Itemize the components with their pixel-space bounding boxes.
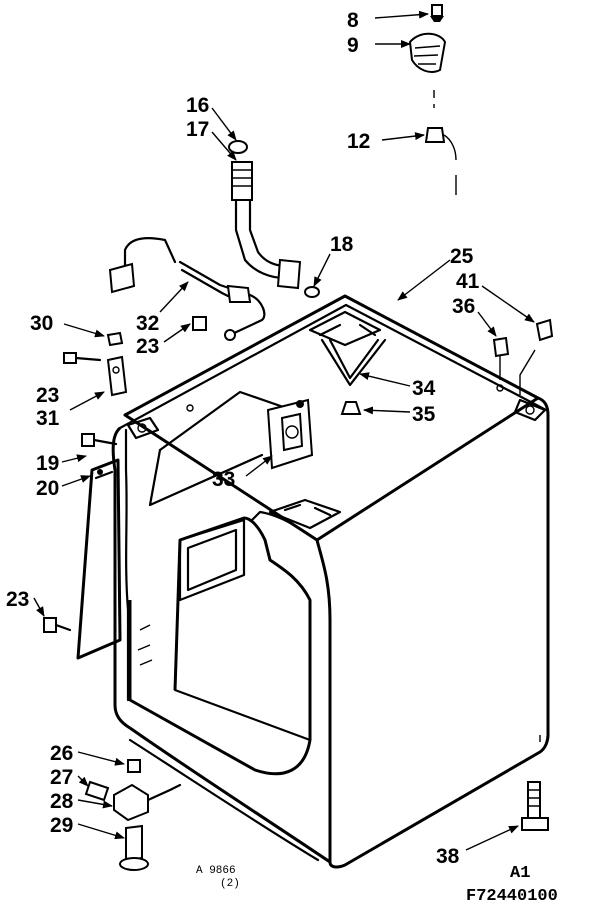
callout-41: 41 — [456, 270, 480, 293]
inlet-hose — [234, 198, 302, 290]
callout-35: 35 — [412, 403, 436, 426]
part-12-clip — [424, 127, 446, 143]
part-33-bracket — [148, 390, 314, 507]
part-28-valve — [113, 783, 182, 822]
callout-29: 29 — [50, 814, 73, 837]
part-code: F72440100 — [466, 887, 558, 906]
part-36-clip — [492, 336, 510, 380]
part-31-bracket — [106, 355, 128, 397]
callout-36: 36 — [452, 295, 475, 318]
part-35-foot — [340, 401, 362, 415]
callout-28: 28 — [50, 790, 74, 813]
cabinet — [111, 294, 550, 869]
part-23-screw-upper — [192, 316, 207, 331]
callout-34: 34 — [412, 377, 436, 400]
part-27-filter — [84, 780, 110, 802]
part-23-screw-lower — [43, 617, 72, 633]
part-17-hose-connector — [231, 161, 253, 201]
part-41-clip — [519, 318, 554, 395]
stamp-number: A 9866 — [196, 865, 236, 877]
part-19-screw — [81, 433, 118, 447]
callout-33: 33 — [212, 468, 235, 491]
callout-25: 25 — [450, 245, 474, 268]
callout-labels: 8 9 12 16 17 18 25 41 36 30 32 23 23 31 … — [6, 9, 480, 868]
stamp-sub: (2) — [220, 878, 240, 890]
callout-31: 31 — [36, 407, 60, 430]
callout-27: 27 — [50, 766, 73, 789]
part-23-screw-left — [63, 352, 102, 364]
callout-30: 30 — [30, 312, 53, 335]
part-30-nut — [106, 331, 124, 347]
part-18-washer — [304, 286, 320, 298]
part-26-cap — [127, 759, 141, 773]
part-34-support — [320, 338, 387, 387]
callout-20: 20 — [36, 477, 59, 500]
part-29-leg — [119, 824, 149, 871]
callout-26: 26 — [50, 742, 73, 765]
callout-17: 17 — [186, 118, 209, 141]
callout-23-upper: 23 — [136, 335, 159, 358]
callout-23-lower: 23 — [6, 588, 29, 611]
part-8-screw — [430, 4, 444, 22]
callout-18: 18 — [330, 233, 354, 256]
wire-harness — [108, 237, 266, 341]
callout-9: 9 — [347, 34, 359, 57]
callout-8: 8 — [347, 9, 359, 32]
part-9-clamp — [408, 32, 447, 73]
side-panel — [76, 458, 122, 660]
callout-19: 19 — [36, 452, 59, 475]
callout-38: 38 — [436, 845, 460, 868]
leader-lines — [33, 10, 535, 851]
callout-32: 32 — [136, 312, 159, 335]
callout-16: 16 — [186, 94, 209, 117]
part-16-cap — [228, 140, 248, 154]
sheet-label: A1 — [510, 864, 530, 883]
callout-12: 12 — [347, 130, 370, 153]
callout-23-left: 23 — [36, 384, 59, 407]
part-38-leveling-foot — [521, 781, 549, 831]
